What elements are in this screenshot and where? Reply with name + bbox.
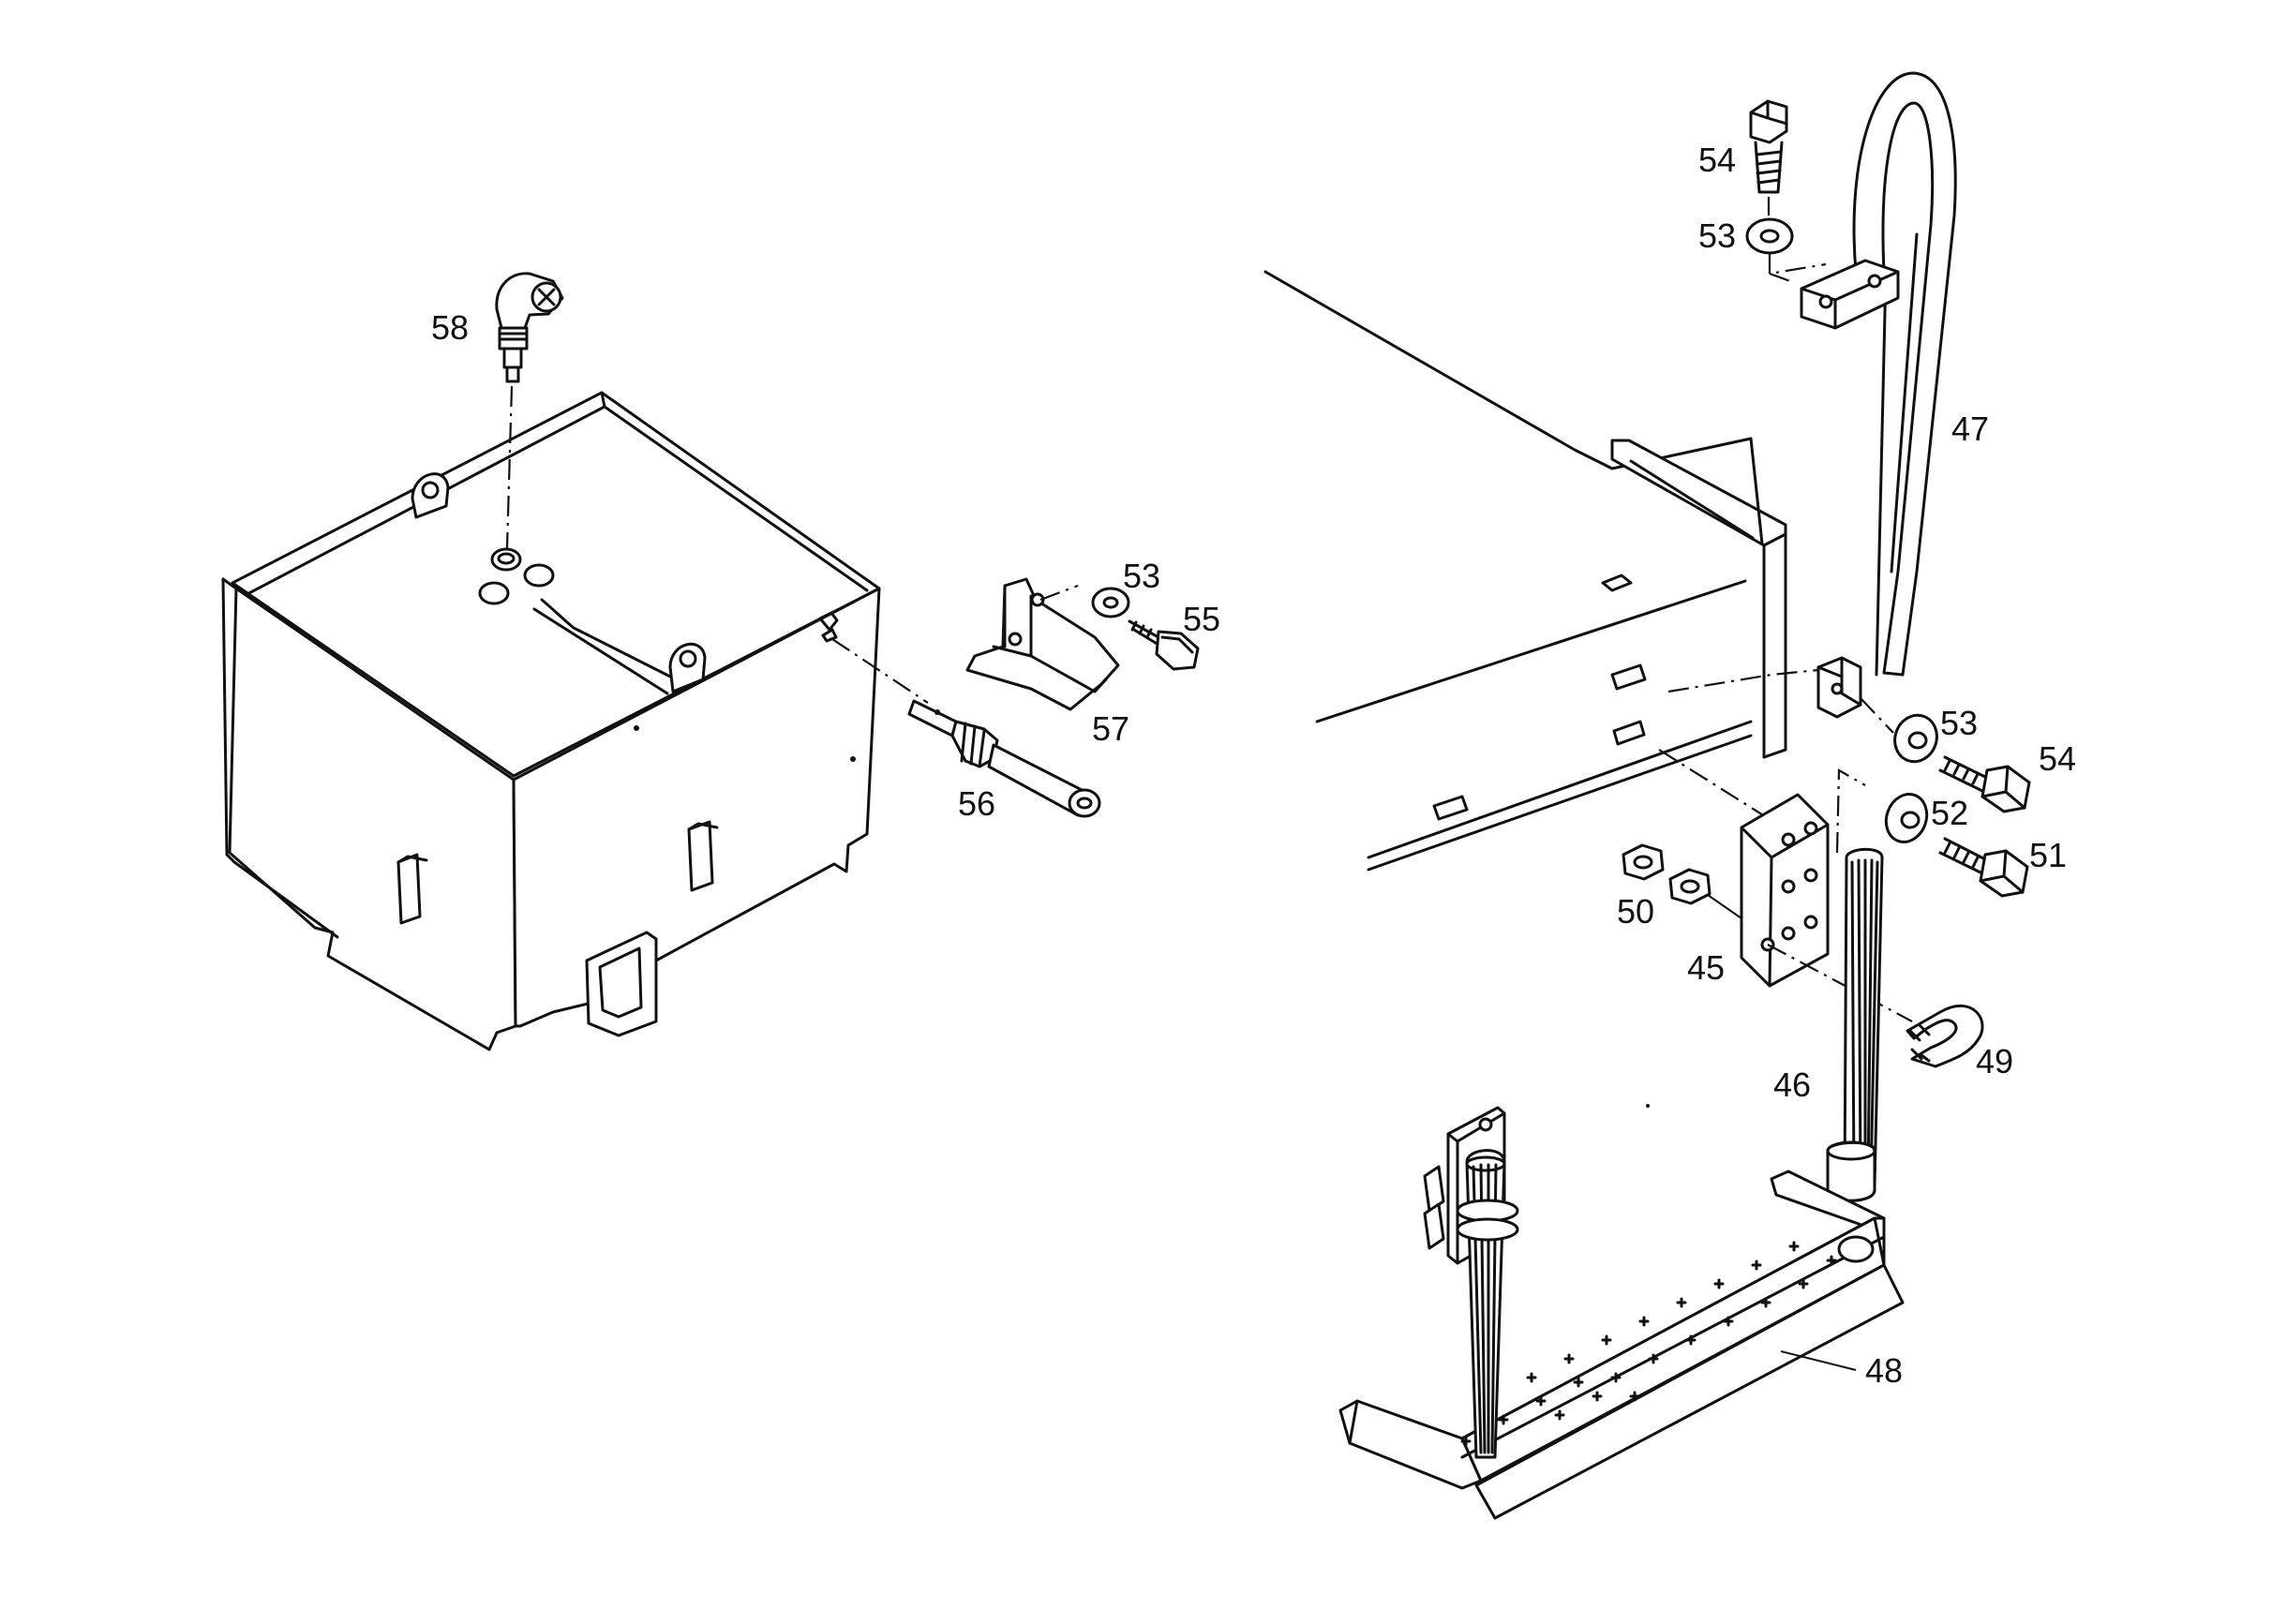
sensor-56: [831, 638, 1101, 818]
bolt-51: [1938, 837, 2029, 898]
part-label-50: 50: [1617, 892, 1654, 931]
part-label-46: 46: [1773, 1065, 1811, 1104]
step-48: [1338, 1170, 1905, 1520]
part-label-51: 51: [2029, 836, 2067, 874]
part-label-55: 55: [1183, 600, 1220, 638]
bolt-54-right: [1938, 755, 2031, 813]
part-labels: 58 53 55 57 56 54 53 47 53 54 52 51 50 4…: [431, 141, 2076, 1390]
bolt-54-top: [1749, 99, 1788, 194]
tank: [221, 391, 881, 1051]
part-label-52: 52: [1931, 794, 1968, 832]
washer-52: [1884, 793, 1929, 843]
part-label-58: 58: [431, 308, 469, 347]
part-label-48: 48: [1865, 1351, 1903, 1390]
part-label-49: 49: [1976, 1042, 2013, 1080]
part-label-56: 56: [958, 784, 995, 823]
part-label-54: 54: [1698, 141, 1736, 179]
bolt-55: [1128, 619, 1200, 671]
part-label-47: 47: [1951, 410, 1989, 448]
part-label-45: 45: [1687, 948, 1725, 987]
washer-53-left: [1091, 587, 1130, 618]
washer-53-right: [1893, 713, 1938, 764]
mount-plate-45: [1740, 793, 1830, 988]
elbow-fitting-58: [495, 272, 564, 383]
cable-46-lower: [1423, 1106, 1519, 1459]
part-label-57: 57: [1092, 709, 1129, 748]
nuts-50: [1622, 843, 1711, 905]
grab-handle-47: [1800, 71, 1957, 719]
washer-53-top: [1745, 217, 1794, 255]
part-label-53: 53: [1123, 557, 1160, 595]
cable-46: [1826, 847, 1884, 1202]
bracket-57: [965, 577, 1120, 711]
part-label-53: 53: [1940, 704, 1978, 742]
u-bolt-49: [1906, 1005, 1984, 1068]
part-label-54: 54: [2039, 739, 2076, 778]
frame-rail: [1263, 270, 1787, 872]
part-label-53: 53: [1698, 216, 1736, 255]
